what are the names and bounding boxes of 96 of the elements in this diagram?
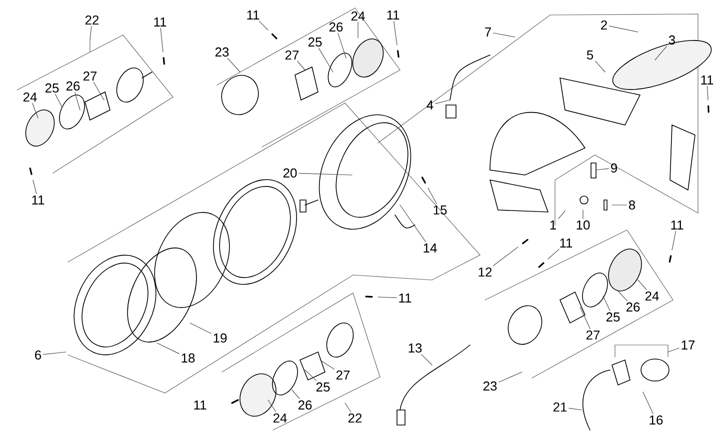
leader-line (400, 204, 426, 242)
callout-number: 27 (336, 370, 350, 380)
callout-number: 11 (194, 400, 206, 410)
callout-number: 1 (550, 220, 556, 230)
callout-number: 15 (434, 205, 447, 215)
leader-line (93, 82, 104, 100)
leader-line (596, 168, 609, 170)
callout-number: 22 (85, 15, 99, 25)
callout-number: 25 (606, 312, 620, 322)
leader-line (609, 26, 638, 32)
leader-line (227, 58, 240, 72)
leader-line (268, 400, 276, 412)
callout-number: 20 (283, 168, 297, 178)
callout-number: 3 (668, 35, 676, 45)
leader-line (160, 28, 164, 52)
leader-line (707, 86, 708, 100)
leader-line (580, 306, 590, 330)
leader-line (498, 372, 522, 382)
leader-line (428, 188, 437, 204)
leader-line (32, 180, 37, 194)
leader-line (304, 370, 317, 381)
leader-line (258, 20, 268, 30)
callout-number: 23 (483, 381, 497, 391)
callout-number: 11 (399, 294, 412, 302)
callout-number: 24 (645, 291, 659, 301)
leader-line (558, 210, 566, 220)
leader-line (394, 20, 398, 46)
callout-number: 2 (601, 20, 607, 30)
leader-line (668, 348, 680, 352)
leader-line (318, 48, 334, 72)
callout-number: 8 (628, 200, 636, 210)
leader-line (90, 26, 92, 40)
callout-number: 25 (308, 37, 322, 47)
callout-number: 9 (611, 163, 617, 173)
callout-number: 13 (408, 343, 422, 353)
callout-number: 24 (351, 11, 365, 21)
callout-number: 11 (247, 10, 260, 20)
callout-number: 11 (671, 220, 684, 230)
callout-number: 10 (576, 220, 590, 230)
leader-line (493, 32, 516, 38)
leader-line (612, 204, 627, 206)
leader-line (421, 354, 432, 366)
callout-number: 14 (424, 244, 437, 252)
leader-line (55, 94, 62, 108)
callout-number: 21 (553, 402, 567, 412)
callout-number: 12 (478, 267, 492, 277)
callout-number: 18 (182, 353, 195, 363)
callout-number: 7 (485, 28, 491, 36)
leader-line (642, 392, 654, 414)
leader-line (492, 246, 518, 266)
leader-line (595, 60, 606, 72)
callout-number: 27 (285, 50, 299, 60)
leader-line (320, 360, 334, 370)
callout-number: 16 (650, 415, 663, 425)
leader-line (298, 173, 352, 176)
callout-number: 24 (23, 92, 37, 102)
callout-number: 11 (387, 10, 400, 20)
callout-number: 4 (426, 100, 434, 110)
leader-line (654, 46, 667, 60)
callout-number: 11 (560, 238, 572, 248)
callout-number: 11 (154, 18, 166, 26)
leader-line (190, 322, 212, 334)
callout-number: 27 (83, 71, 97, 81)
leader-line (292, 390, 300, 399)
leader-line (672, 230, 676, 250)
leader-line (435, 100, 450, 104)
callout-number: 17 (682, 340, 695, 350)
leader-line (74, 92, 80, 110)
callout-number: 26 (626, 302, 640, 312)
leader-line (616, 290, 628, 301)
callout-number: 25 (45, 83, 59, 93)
callout-number: 27 (586, 330, 600, 340)
callout-number: 25 (316, 382, 330, 392)
callout-number: 11 (32, 196, 44, 204)
callout-number: 26 (66, 81, 80, 91)
callout-number: 22 (348, 413, 362, 423)
callout-number: 6 (35, 350, 42, 360)
callout-number: 26 (329, 22, 343, 32)
callout-number: 24 (273, 413, 287, 423)
callout-number: 19 (214, 333, 227, 343)
leader-line (32, 102, 38, 118)
leader-line (638, 280, 647, 290)
leader-line (297, 60, 306, 70)
leader-line (602, 296, 610, 311)
callout-number: 5 (586, 50, 594, 60)
callout-number: 26 (298, 400, 312, 410)
leader-line (344, 402, 352, 412)
leader-line (548, 248, 560, 260)
leader-line (568, 408, 582, 410)
leader-line (43, 352, 66, 355)
leader-line (378, 296, 397, 298)
leader-line (582, 210, 584, 219)
callout-number: 11 (701, 76, 714, 84)
leader-line (338, 33, 346, 58)
callout-number: 23 (215, 47, 229, 57)
leader-line (156, 342, 180, 354)
